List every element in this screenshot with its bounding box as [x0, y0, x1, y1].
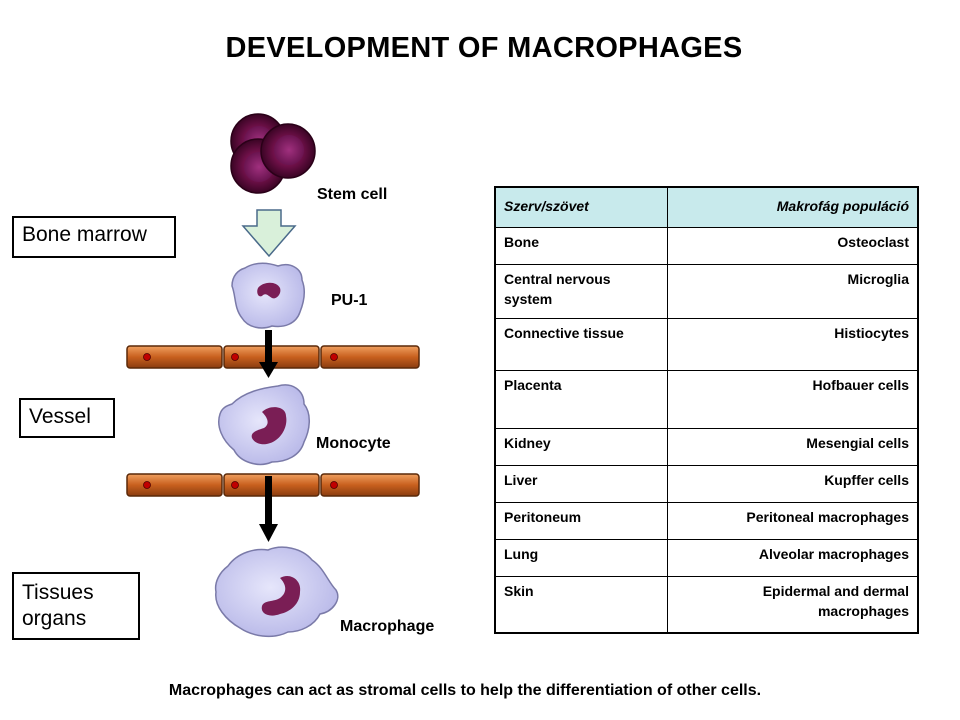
table-row: Bone Osteoclast	[494, 226, 919, 265]
table-cell-population: Hofbauer cells	[666, 369, 919, 429]
table-cell-organ: Bone	[494, 226, 668, 265]
table-cell-population: Mesengial cells	[666, 427, 919, 466]
macrophage-population-table: Szerv/szövet Makrofág populáció Bone Ost…	[494, 186, 919, 634]
table-row: Skin Epidermal and dermal macrophages	[494, 575, 919, 634]
footer-note: Macrophages can act as stromal cells to …	[168, 682, 762, 699]
macrophage-cell	[214, 546, 339, 638]
table-cell-organ: Placenta	[494, 369, 668, 429]
table-row: Kidney Mesengial cells	[494, 427, 919, 466]
table-cell-organ: Lung	[494, 538, 668, 577]
macrophage-nucleus	[261, 575, 301, 616]
stage-label-monocyte: Monocyte	[316, 435, 391, 452]
table-cell-organ: Central nervous system	[494, 263, 668, 319]
table-cell-organ: Skin	[494, 575, 668, 634]
table-cell-population: Alveolar macrophages	[666, 538, 919, 577]
migration-arrow-lower	[259, 476, 278, 542]
migration-arrow-upper	[259, 330, 278, 378]
stem-cell-3-inner	[274, 135, 304, 165]
table-row: Lung Alveolar macrophages	[494, 538, 919, 577]
table-cell-organ: Liver	[494, 464, 668, 503]
table-row: Central nervous system Microglia	[494, 263, 919, 319]
differentiation-block-arrow	[241, 209, 297, 258]
table-row: Liver Kupffer cells	[494, 464, 919, 503]
table-cell-organ: Connective tissue	[494, 317, 668, 371]
pu1-nucleus	[257, 282, 281, 299]
stage-label-stem-cell: Stem cell	[317, 186, 388, 203]
region-vessel: Vessel	[19, 398, 115, 438]
stage-label-pu1: PU-1	[331, 292, 368, 309]
vessel-wall-upper	[126, 345, 420, 369]
table-row: Placenta Hofbauer cells	[494, 369, 919, 429]
table-cell-organ: Kidney	[494, 427, 668, 466]
region-tissues-label: Tissues organs	[22, 581, 94, 630]
pu1-precursor-cell	[231, 262, 305, 329]
page-title: DEVELOPMENT OF MACROPHAGES	[225, 32, 743, 64]
region-bone-marrow: Bone marrow	[12, 216, 176, 258]
vessel-wall-lower	[126, 473, 420, 497]
stem-cell-cluster	[230, 113, 316, 194]
table-cell-population: Histiocytes	[666, 317, 919, 371]
table-cell-population: Kupffer cells	[666, 464, 919, 503]
region-bone-marrow-label: Bone marrow	[22, 223, 147, 246]
table-cell-organ: Peritoneum	[494, 501, 668, 540]
stage-label-macrophage: Macrophage	[340, 618, 435, 635]
monocyte-cell	[218, 384, 310, 466]
monocyte-nucleus	[251, 407, 287, 445]
table-header-population: Makrofág populáció	[666, 186, 919, 228]
region-tissues-organs: Tissues organs	[12, 572, 140, 640]
table-header-organ: Szerv/szövet	[494, 186, 668, 228]
table-row: Connective tissue Histiocytes	[494, 317, 919, 371]
table-cell-population: Epidermal and dermal macrophages	[666, 575, 919, 634]
table-cell-population: Microglia	[666, 263, 919, 319]
table-cell-population: Peritoneal macrophages	[666, 501, 919, 540]
region-vessel-label: Vessel	[29, 405, 91, 428]
table-row: Peritoneum Peritoneal macrophages	[494, 501, 919, 540]
table-header-row: Szerv/szövet Makrofág populáció	[494, 186, 919, 228]
table-cell-population: Osteoclast	[666, 226, 919, 265]
